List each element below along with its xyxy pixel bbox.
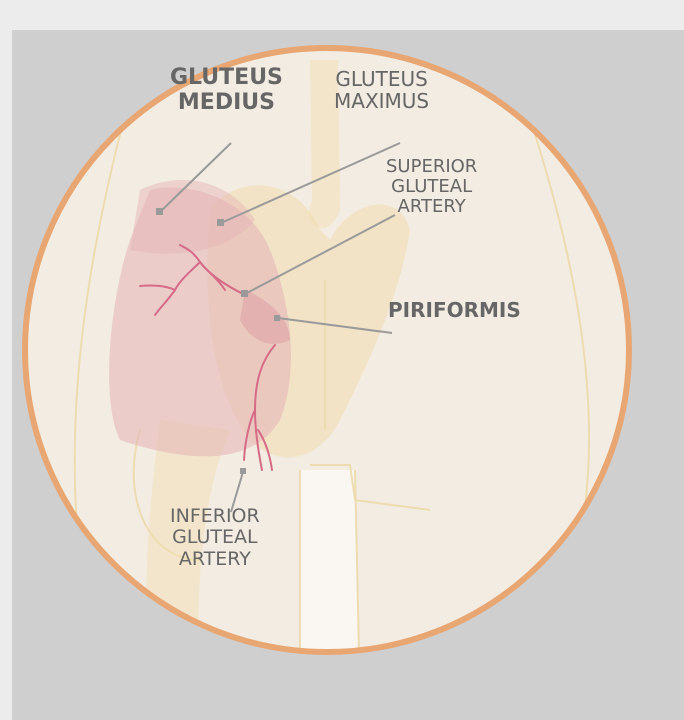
marker-superior-gluteal-artery — [241, 290, 248, 297]
label-inferior-gluteal-artery-line1: INFERIOR — [170, 506, 260, 527]
label-piriformis: PIRIFORMIS — [388, 299, 521, 321]
marker-piriformis — [274, 315, 280, 321]
label-superior-gluteal-artery-line2: GLUTEAL — [386, 177, 477, 197]
label-gluteus-medius: GLUTEUS MEDIUS — [170, 66, 283, 115]
label-superior-gluteal-artery: SUPERIOR GLUTEAL ARTERY — [386, 157, 477, 217]
label-gluteus-maximus-line2: MAXIMUS — [334, 90, 429, 112]
label-gluteus-maximus: GLUTEUS MAXIMUS — [334, 68, 429, 113]
label-inferior-gluteal-artery-line2: GLUTEAL — [170, 527, 260, 548]
label-superior-gluteal-artery-line3: ARTERY — [386, 197, 477, 217]
label-inferior-gluteal-artery: INFERIOR GLUTEAL ARTERY — [170, 506, 260, 570]
marker-inferior-gluteal-artery — [240, 468, 246, 474]
label-gluteus-maximus-line1: GLUTEUS — [334, 68, 429, 90]
label-piriformis-line1: PIRIFORMIS — [388, 299, 521, 321]
marker-gluteus-medius — [156, 208, 163, 215]
label-gluteus-medius-line1: GLUTEUS — [170, 66, 283, 91]
label-superior-gluteal-artery-line1: SUPERIOR — [386, 157, 477, 177]
marker-gluteus-maximus — [217, 219, 224, 226]
label-inferior-gluteal-artery-line3: ARTERY — [170, 549, 260, 570]
midline-gap — [300, 470, 360, 700]
label-gluteus-medius-line2: MEDIUS — [170, 91, 283, 116]
